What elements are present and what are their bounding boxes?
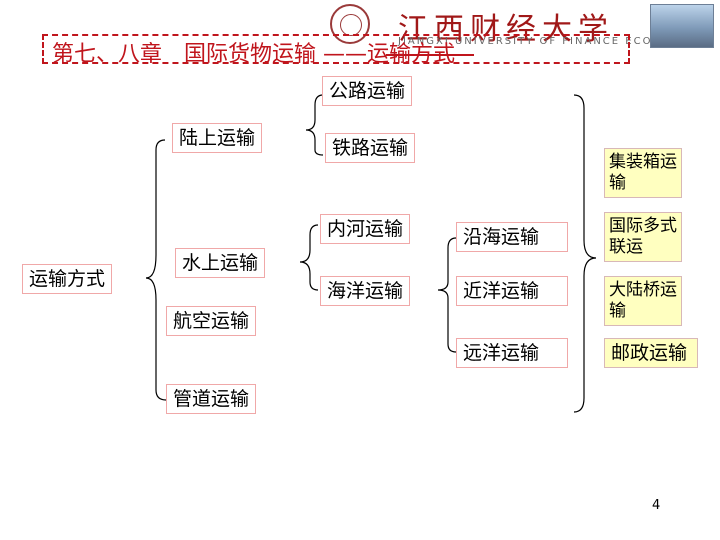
node-land-transport: 陆上运输: [172, 123, 263, 153]
node-postal-transport: 邮政运输: [604, 338, 698, 368]
node-ocean-transport: 海洋运输: [320, 276, 411, 306]
node-coastal-transport: 沿海运输: [456, 222, 568, 252]
campus-building-image: [650, 4, 714, 48]
node-railway-transport: 铁路运输: [325, 133, 416, 163]
node-air-transport: 航空运输: [166, 306, 257, 336]
node-landbridge-transport: 大陆桥运输: [604, 276, 682, 326]
ocean-brace: [437, 237, 457, 353]
node-highway-transport: 公路运输: [322, 76, 413, 106]
node-inland-river-transport: 内河运输: [320, 214, 411, 244]
node-water-transport: 水上运输: [175, 248, 266, 278]
page-number: 4: [652, 498, 661, 513]
node-near-sea-transport: 近洋运输: [456, 276, 568, 306]
node-root-transport-modes: 运输方式: [22, 264, 113, 294]
title-frame: [42, 34, 630, 64]
water-brace: [299, 224, 319, 291]
node-far-sea-transport: 远洋运输: [456, 338, 568, 368]
university-english-name: JIANGXI UNIVERSITY OF FINANCE ECONOMICS: [398, 36, 705, 47]
node-pipeline-transport: 管道运输: [166, 384, 257, 414]
node-multimodal-transport: 国际多式联运: [604, 212, 682, 262]
modes-brace: [573, 94, 597, 413]
root-brace: [145, 139, 167, 401]
land-brace: [305, 94, 324, 156]
university-name: 江西财经大学: [398, 12, 614, 47]
node-container-transport: 集装箱运输: [604, 148, 682, 198]
title-underline: [386, 54, 474, 56]
